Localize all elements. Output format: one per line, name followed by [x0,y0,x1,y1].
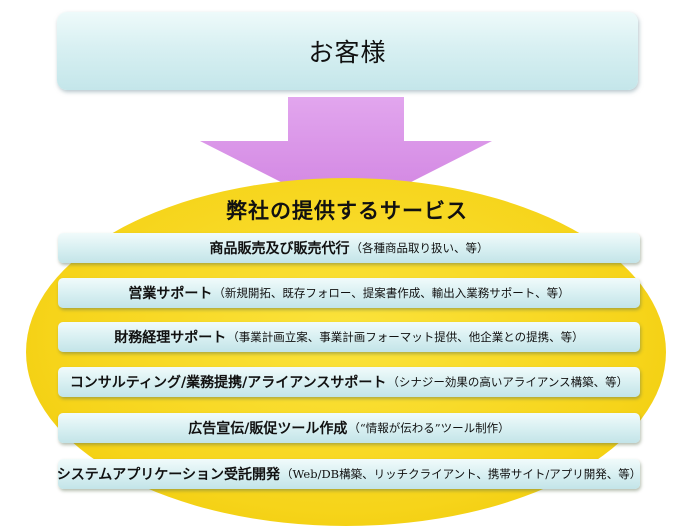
service-item-detail: （各種商品取り扱い、等） [350,241,489,255]
down-arrow [200,97,492,215]
service-item-detail: （シナジー効果の高いアライアンス構築、等） [387,375,629,389]
service-item-name: 財務経理サポート [114,330,227,346]
services-title: 弊社の提供するサービス [226,198,468,223]
down-arrow-shape [200,97,492,215]
service-item-detail: （Web/DB構築、リッチクライアント、携帯サイト/アプリ開発、等） [281,467,640,481]
service-item-name: コンサルティング/業務提携/アライアンスサポート [69,375,387,391]
service-item-name: 商品販売及び販売代行 [209,241,350,257]
service-item-name: 営業サポート [128,286,213,302]
service-item-name: 広告宣伝/販促ツール作成 [188,421,348,437]
service-item-detail: （新規開拓、既存フォロー、提案書作成、輸出入業務サポート、等） [213,286,570,300]
service-item-advertising: 広告宣伝/販促ツール作成（“情報が伝わる”ツール制作） [58,413,640,443]
service-item-detail: （事業計画立案、事業計画フォーマット提供、他企業との提携、等） [227,330,584,344]
service-item-system-development: システムアプリケーション受託開発（Web/DB構築、リッチクライアント、携帯サイ… [58,459,640,489]
service-item-detail: （“情報が伝わる”ツール制作） [348,421,510,435]
service-item-consulting: コンサルティング/業務提携/アライアンスサポート（シナジー効果の高いアライアンス… [58,367,640,397]
service-item-sales-support: 営業サポート（新規開拓、既存フォロー、提案書作成、輸出入業務サポート、等） [58,278,640,308]
service-item-name: システムアプリケーション受託開発 [58,467,281,483]
customer-label: お客様 [308,38,387,67]
service-item-sales: 商品販売及び販売代行（各種商品取り扱い、等） [58,233,640,263]
service-item-finance-support: 財務経理サポート（事業計画立案、事業計画フォーマット提供、他企業との提携、等） [58,322,640,352]
customer-box: お客様 [57,12,638,90]
